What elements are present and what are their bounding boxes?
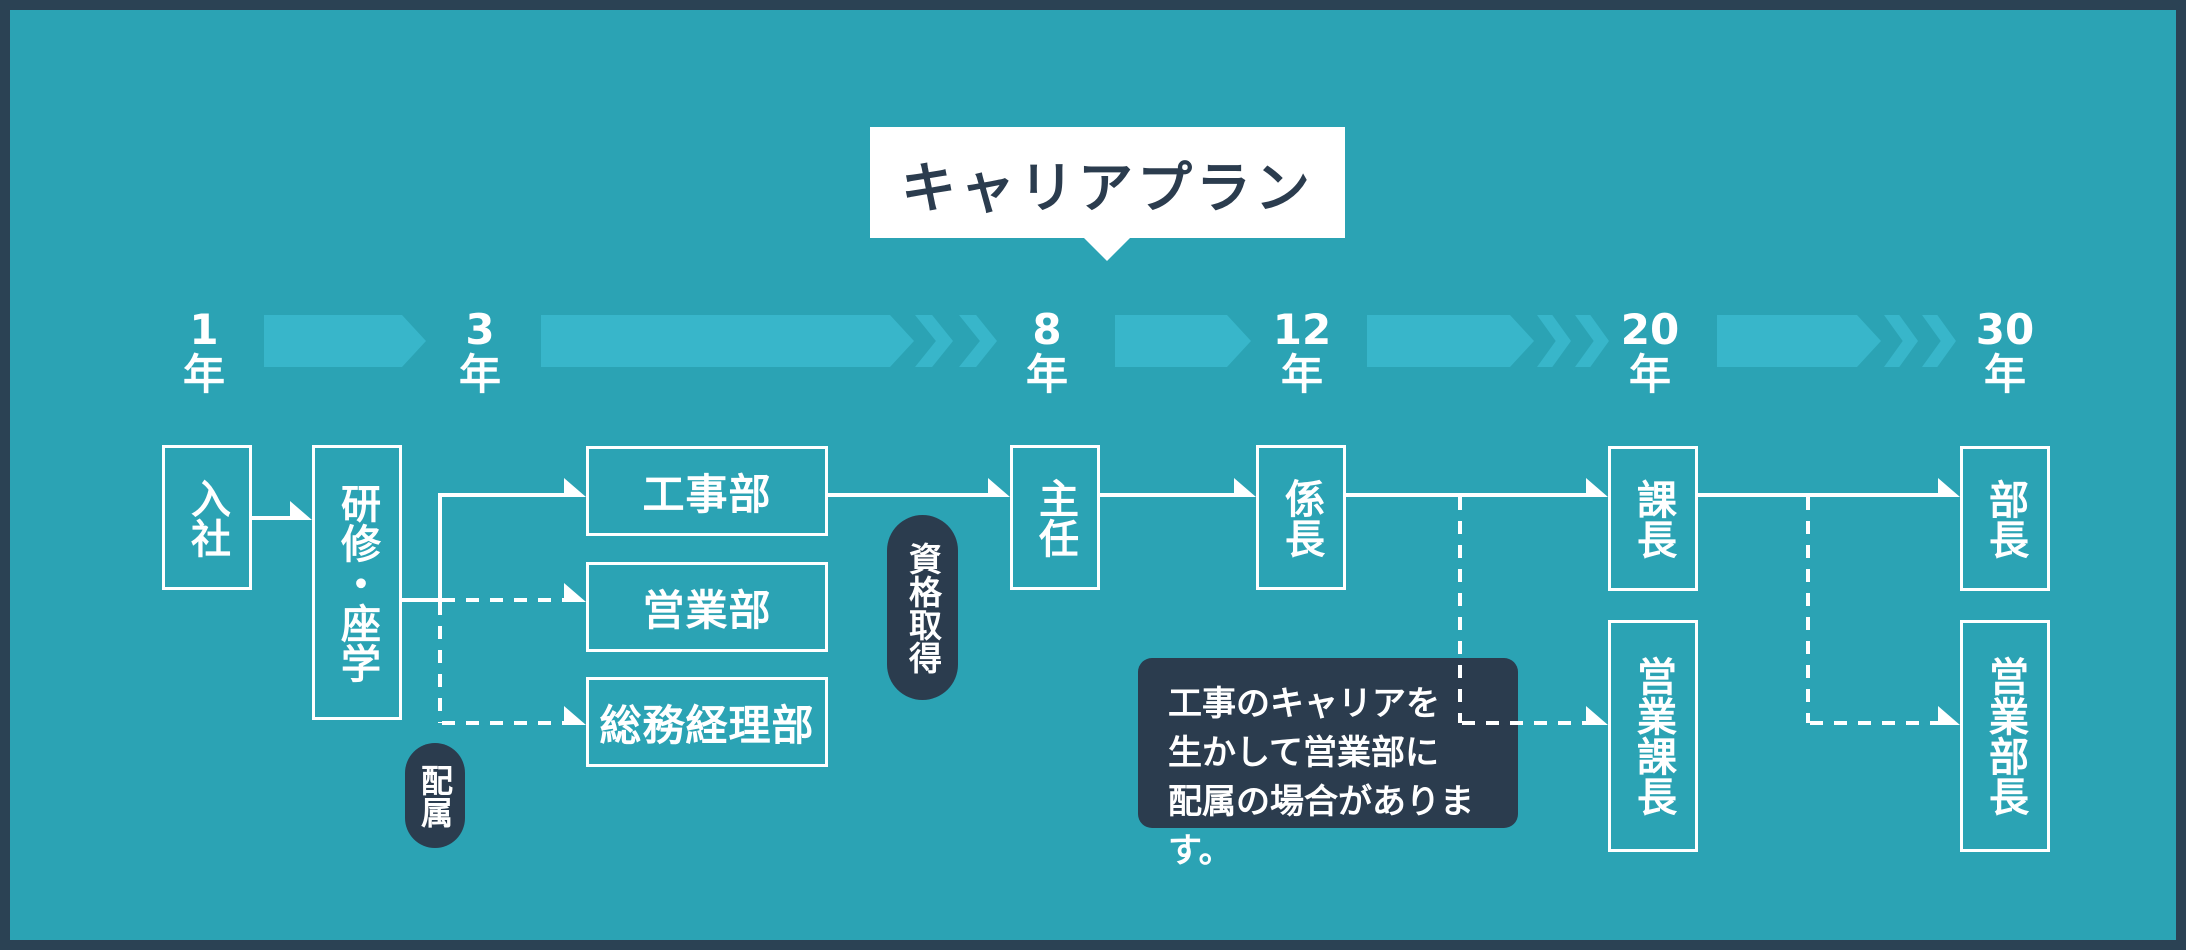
box-eigyokacho: 営業課長 — [1608, 620, 1698, 852]
pill-shikaku-shutoku: 資格取得 — [887, 515, 958, 700]
arrowhead-icon — [1938, 706, 1960, 725]
connector-line — [1100, 493, 1234, 497]
timeline-arrow-3-8 — [541, 315, 890, 367]
year-value: 8 — [1032, 305, 1062, 354]
box-shunin: 主任 — [1010, 445, 1100, 590]
year-value: 12 — [1272, 305, 1332, 354]
diagram-title: キャリアプラン — [870, 127, 1345, 238]
timeline-arrow-8-12 — [1115, 315, 1227, 367]
connector-line — [1698, 493, 1938, 497]
year-unit: 年 — [1983, 350, 2026, 399]
connector-line — [1346, 493, 1586, 497]
tooltip-line: 生かして営業部に — [1168, 733, 1439, 773]
year-unit: 年 — [1628, 350, 1671, 399]
box-kakaricho: 係長 — [1256, 445, 1346, 590]
timeline-arrow-12-20-tip — [1510, 315, 1534, 367]
timeline-arrow-12-20 — [1367, 315, 1510, 367]
year-value: 3 — [465, 305, 495, 354]
year-unit: 年 — [1025, 350, 1068, 399]
arrowhead-icon — [564, 706, 586, 725]
year-unit: 年 — [182, 350, 225, 399]
tooltip-note: 工事のキャリアを 生かして営業部に 配属の場合があります。 — [1138, 658, 1518, 871]
box-kacho: 課長 — [1608, 446, 1698, 591]
arrowhead-icon — [1586, 478, 1608, 497]
chevron-icon — [915, 315, 953, 367]
arrowhead-icon — [1586, 706, 1608, 725]
chevron-icon — [1537, 315, 1571, 367]
connector-dashed — [1458, 497, 1462, 723]
box-nyusha: 入社 — [162, 445, 252, 590]
timeline-arrow-20-30-tip — [1857, 315, 1881, 367]
year-label-12: 12 年 — [1242, 307, 1362, 397]
arrowhead-icon — [290, 501, 312, 520]
connector-line — [442, 493, 564, 497]
arrowhead-icon — [1938, 478, 1960, 497]
arrowhead-icon — [564, 478, 586, 497]
connector-line — [402, 598, 442, 602]
arrowhead-icon — [988, 478, 1010, 497]
connector-dashed — [1810, 721, 1938, 725]
timeline-arrow-3-8-tip — [890, 315, 914, 367]
year-unit: 年 — [1280, 350, 1323, 399]
connector-dashed — [438, 602, 442, 723]
year-label-1: 1 年 — [144, 307, 264, 397]
year-value: 20 — [1620, 305, 1680, 354]
year-label-30: 30 年 — [1945, 307, 2065, 397]
year-label-8: 8 年 — [987, 307, 1107, 397]
year-unit: 年 — [458, 350, 501, 399]
pill-haizoku: 配属 — [405, 743, 465, 848]
box-bucho: 部長 — [1960, 446, 2050, 591]
connector-dashed — [1806, 497, 1810, 723]
connector-dashed — [442, 721, 564, 725]
year-label-3: 3 年 — [420, 307, 540, 397]
tooltip-line: 配属の場合があります。 — [1168, 782, 1474, 871]
connector-line — [438, 493, 442, 602]
tooltip-line: 工事のキャリアを — [1168, 684, 1440, 724]
connector-line — [828, 493, 988, 497]
box-somukeiribu: 総務経理部 — [586, 677, 828, 767]
title-pointer-triangle — [1084, 238, 1130, 261]
arrowhead-icon — [564, 583, 586, 602]
box-eigyobucho: 営業部長 — [1960, 620, 2050, 852]
box-eigyobu: 営業部 — [586, 562, 828, 652]
year-label-20: 20 年 — [1590, 307, 1710, 397]
timeline-arrow-1-3 — [264, 315, 402, 367]
box-kojibu: 工事部 — [586, 446, 828, 536]
connector-line — [252, 516, 292, 520]
year-value: 30 — [1975, 305, 2035, 354]
timeline-arrow-20-30 — [1717, 315, 1857, 367]
connector-dashed — [442, 598, 564, 602]
arrowhead-icon — [1234, 478, 1256, 497]
chevron-icon — [1884, 315, 1918, 367]
connector-dashed — [1462, 721, 1586, 725]
box-kenshu-zagaku: 研修・座学 — [312, 445, 402, 720]
year-value: 1 — [189, 305, 219, 354]
